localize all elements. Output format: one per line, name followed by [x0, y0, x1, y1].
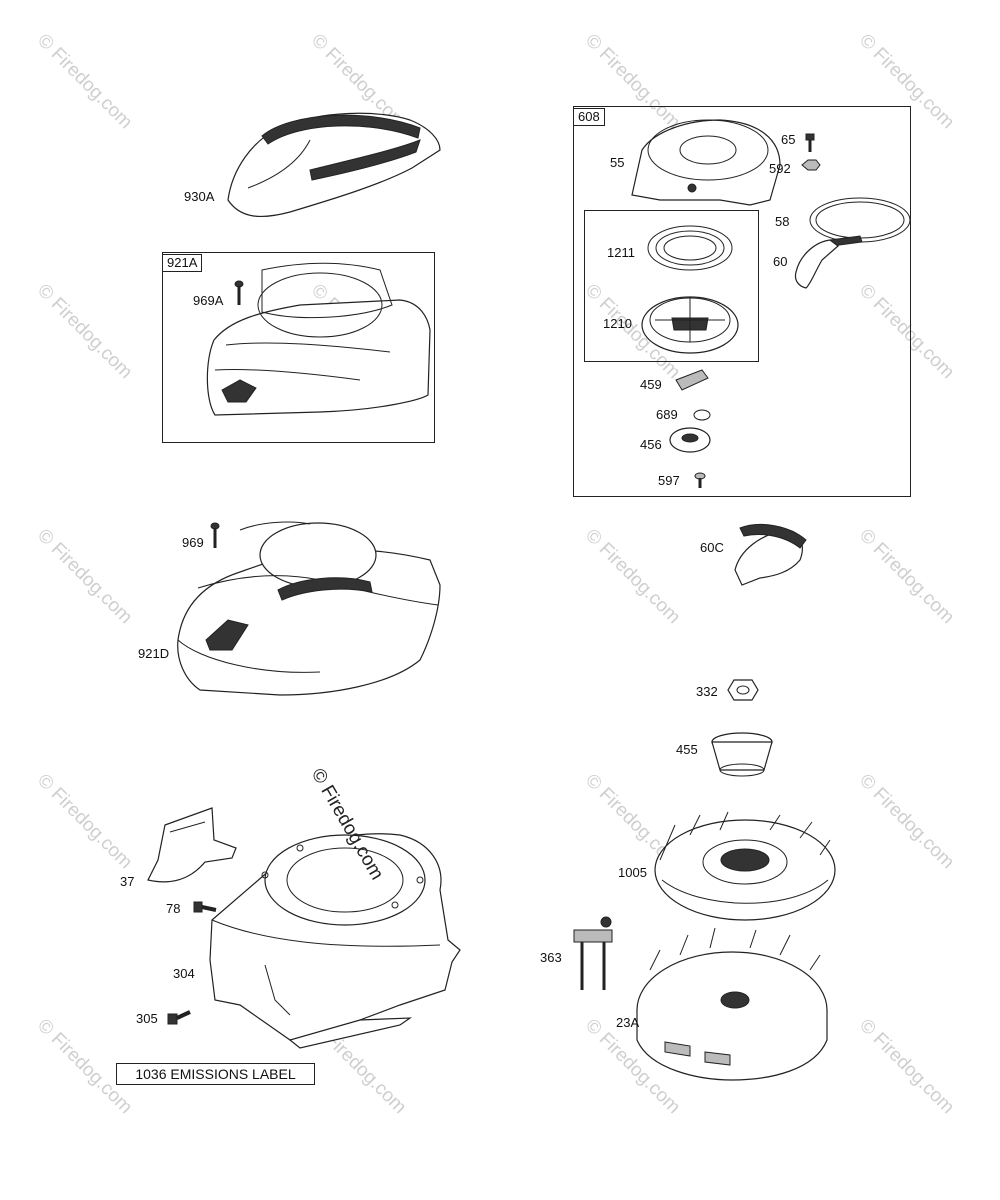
label-58: 58 — [775, 214, 790, 229]
label-60: 60 — [773, 254, 788, 269]
dog-459-icon — [675, 369, 709, 391]
screw-969A-icon — [234, 280, 244, 305]
retainer-456-icon — [669, 427, 711, 453]
label-55: 55 — [610, 155, 625, 170]
shroud-930A-icon — [227, 112, 441, 218]
screw-969-icon — [210, 522, 220, 548]
label-23A: 23A — [616, 1015, 640, 1030]
frame-1210-1211 — [584, 210, 759, 362]
flywheel-23A-icon — [636, 927, 828, 1081]
blower-housing-304-icon — [209, 833, 461, 1049]
handle-60C-icon — [734, 523, 807, 586]
label-37: 37 — [120, 874, 135, 889]
label-455: 455 — [676, 742, 698, 757]
frame-608 — [573, 106, 911, 497]
label-305: 305 — [136, 1011, 158, 1026]
label-930A: 930A — [184, 189, 215, 204]
label-459: 459 — [640, 377, 662, 392]
label-921D: 921D — [138, 646, 170, 661]
starter-housing-55-icon — [631, 119, 781, 206]
cup-455-icon — [711, 732, 773, 777]
frame-921A — [162, 252, 435, 443]
recoil-spring-1211-icon — [647, 225, 733, 271]
handle-60-icon — [794, 239, 839, 289]
label-456: 456 — [640, 437, 662, 452]
label-1210: 1210 — [603, 316, 632, 331]
label-304: 304 — [173, 966, 195, 981]
label-608: 608 — [573, 108, 605, 126]
bolt-78-icon — [193, 901, 217, 913]
label-78: 78 — [166, 901, 181, 916]
label-592: 592 — [769, 161, 791, 176]
label-969: 969 — [182, 535, 204, 550]
label-1005: 1005 — [618, 865, 647, 880]
baffle-37-icon — [147, 807, 237, 883]
spring-689-icon — [693, 409, 711, 421]
label-689: 689 — [656, 407, 678, 422]
pulley-1210-icon — [641, 296, 739, 354]
label-921A: 921A — [162, 254, 203, 272]
label-60C: 60C — [700, 540, 724, 555]
blower-housing-921D-icon — [177, 521, 441, 696]
bolt-305-icon — [167, 1010, 191, 1025]
nut-592-icon — [801, 159, 821, 171]
label-65: 65 — [781, 132, 796, 147]
label-597: 597 — [658, 473, 680, 488]
label-363: 363 — [540, 950, 562, 965]
blower-housing-921A-icon — [206, 262, 431, 416]
nut-332-icon — [727, 679, 759, 701]
ignition-armature-363-icon — [573, 916, 613, 990]
emissions-label: 1036 EMISSIONS LABEL — [116, 1063, 315, 1085]
screw-597-icon — [694, 472, 706, 488]
label-332: 332 — [696, 684, 718, 699]
bolt-65-icon — [805, 133, 815, 152]
label-969A: 969A — [193, 293, 224, 308]
fan-1005-icon — [654, 811, 836, 921]
label-1211: 1211 — [607, 245, 635, 260]
